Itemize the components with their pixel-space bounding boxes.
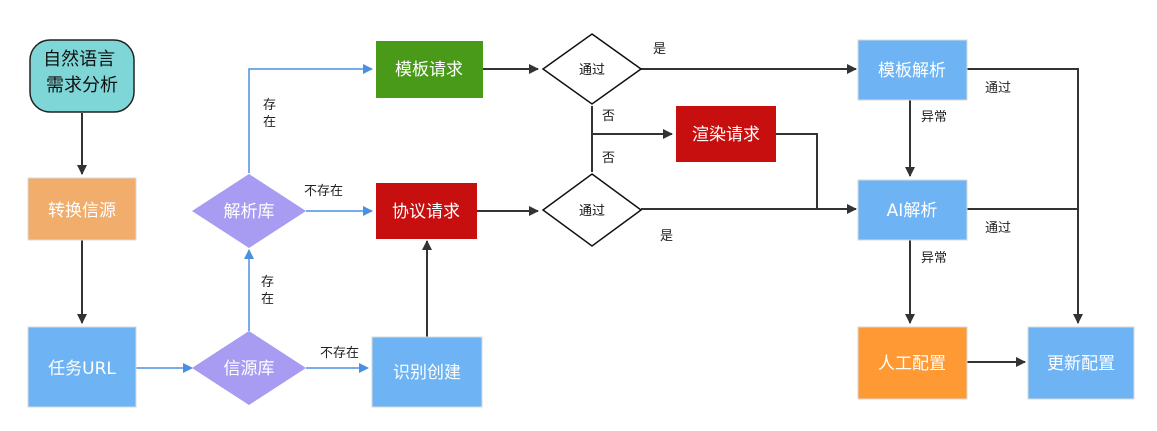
label-ai-pass: 通过 (985, 221, 1011, 236)
check-template-decision-shape (541, 33, 643, 105)
update-config-node-shape (1027, 326, 1135, 400)
parse-db-node-text: 解析库 (224, 202, 275, 222)
protocol-request-node-text: 协议请求 (392, 202, 460, 222)
edge-template-parse-to-update-config (967, 68, 1083, 324)
label-template-yes: 是 (653, 42, 666, 57)
convert-source-node-text: 转换信源 (48, 201, 116, 221)
task-url-node-text: 任务URL (48, 359, 116, 379)
ai-parse-node-text: AI解析 (887, 201, 938, 221)
edge-parse-db-to-template-request (248, 64, 373, 173)
update-config-node-text: 更新配置 (1047, 354, 1115, 374)
nodes: 自然语言 需求分析 转换信源 任务URL 信源库 解析库 识别创建 模板请求 协… (27, 33, 1135, 408)
task-url-node-shape (27, 326, 137, 408)
label-source-exists: 存 在 (261, 275, 278, 307)
label-parse-exists: 存 在 (263, 98, 280, 130)
protocol-request-node-shape (376, 183, 477, 239)
check-protocol-decision-text: 通过 (579, 204, 605, 219)
label-ai-abnormal: 异常 (921, 251, 947, 266)
source-db-node-shape (192, 331, 306, 405)
template-parse-node-shape (857, 39, 968, 101)
identify-create-node-text: 识别创建 (393, 363, 461, 383)
manual-config-node-shape (857, 326, 968, 400)
start-node-shape (29, 39, 135, 113)
template-parse-node-text: 模板解析 (878, 61, 946, 81)
identify-create-node-shape (371, 336, 483, 408)
render-request-node-shape (676, 106, 776, 162)
ai-parse-node-shape (857, 179, 968, 241)
manual-config-node-text: 人工配置 (878, 354, 946, 374)
edges (77, 64, 1083, 373)
label-template-pass: 通过 (985, 81, 1011, 96)
check-protocol-decision-shape (541, 173, 643, 247)
label-protocol-yes: 是 (660, 229, 673, 244)
label-parse-not-exists: 不存在 (304, 184, 343, 199)
label-source-not-exists: 不存在 (320, 346, 359, 361)
label-template-no: 否 (602, 109, 615, 124)
label-protocol-no: 否 (602, 151, 615, 166)
source-db-node-text: 信源库 (224, 359, 275, 379)
template-request-node-shape (376, 41, 483, 98)
parse-db-node-shape (192, 174, 306, 248)
edge-render-to-ai-parse (776, 133, 818, 209)
check-template-decision-text: 通过 (579, 63, 605, 78)
label-template-abnormal: 异常 (921, 110, 947, 125)
render-request-node-text: 渲染请求 (692, 125, 760, 145)
template-request-node-text: 模板请求 (395, 60, 463, 80)
start-node-text: 自然语言 需求分析 (43, 49, 121, 96)
convert-source-node-shape (27, 177, 137, 241)
edge-labels: 存 在 不存在 存 在 不存在 是 否 否 是 通过 异常 通过 异常 (261, 42, 1011, 361)
